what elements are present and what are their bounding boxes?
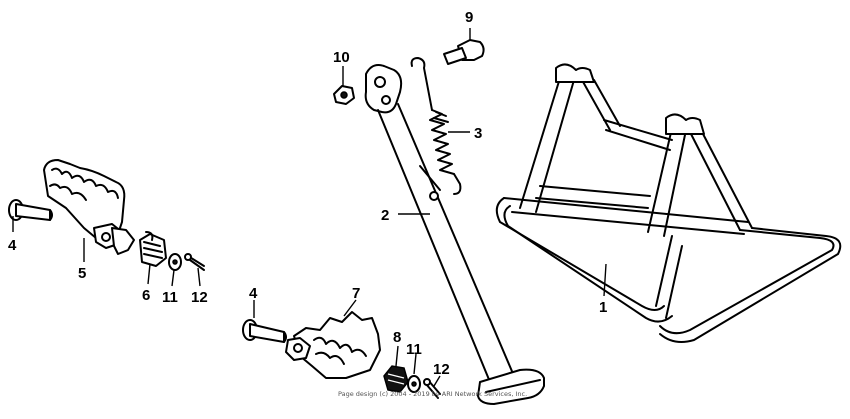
cotter-pin-12-right[interactable] (423, 378, 441, 399)
callout-2: 2 (381, 207, 389, 224)
leader-lines (12, 28, 607, 387)
callout-12-left: 12 (191, 289, 208, 306)
pin-4-right[interactable] (242, 319, 287, 343)
callout-12-right: 12 (433, 361, 450, 378)
footpeg-7[interactable] (285, 311, 381, 379)
return-spring-8[interactable] (383, 365, 409, 393)
callout-9: 9 (465, 9, 473, 26)
spring[interactable] (410, 57, 462, 195)
callout-3: 3 (474, 125, 482, 142)
main-stand[interactable] (495, 63, 842, 343)
callout-7: 7 (352, 285, 360, 302)
callout-10: 10 (333, 49, 350, 66)
copyright-footer: Page design (c) 2004 - 2019 by ARI Netwo… (338, 390, 528, 398)
callout-4-upper: 4 (249, 285, 258, 302)
callout-1: 1 (599, 299, 607, 316)
bolt-9[interactable] (443, 39, 485, 65)
callout-4-lower: 4 (8, 237, 17, 254)
callout-5: 5 (78, 265, 86, 282)
callout-6: 6 (142, 287, 150, 304)
side-stand[interactable] (364, 64, 545, 405)
footpeg-5[interactable] (43, 159, 135, 255)
washer-11-left[interactable] (168, 253, 182, 271)
callout-11-left: 11 (162, 289, 178, 306)
washer-11-right[interactable] (407, 375, 421, 393)
pin-4-left[interactable] (8, 199, 53, 221)
callout-11-right: 11 (406, 341, 422, 358)
nut-10[interactable] (333, 85, 355, 105)
cotter-pin-12-left[interactable] (184, 253, 205, 271)
return-spring-6[interactable] (139, 231, 167, 267)
callout-8: 8 (393, 329, 401, 346)
